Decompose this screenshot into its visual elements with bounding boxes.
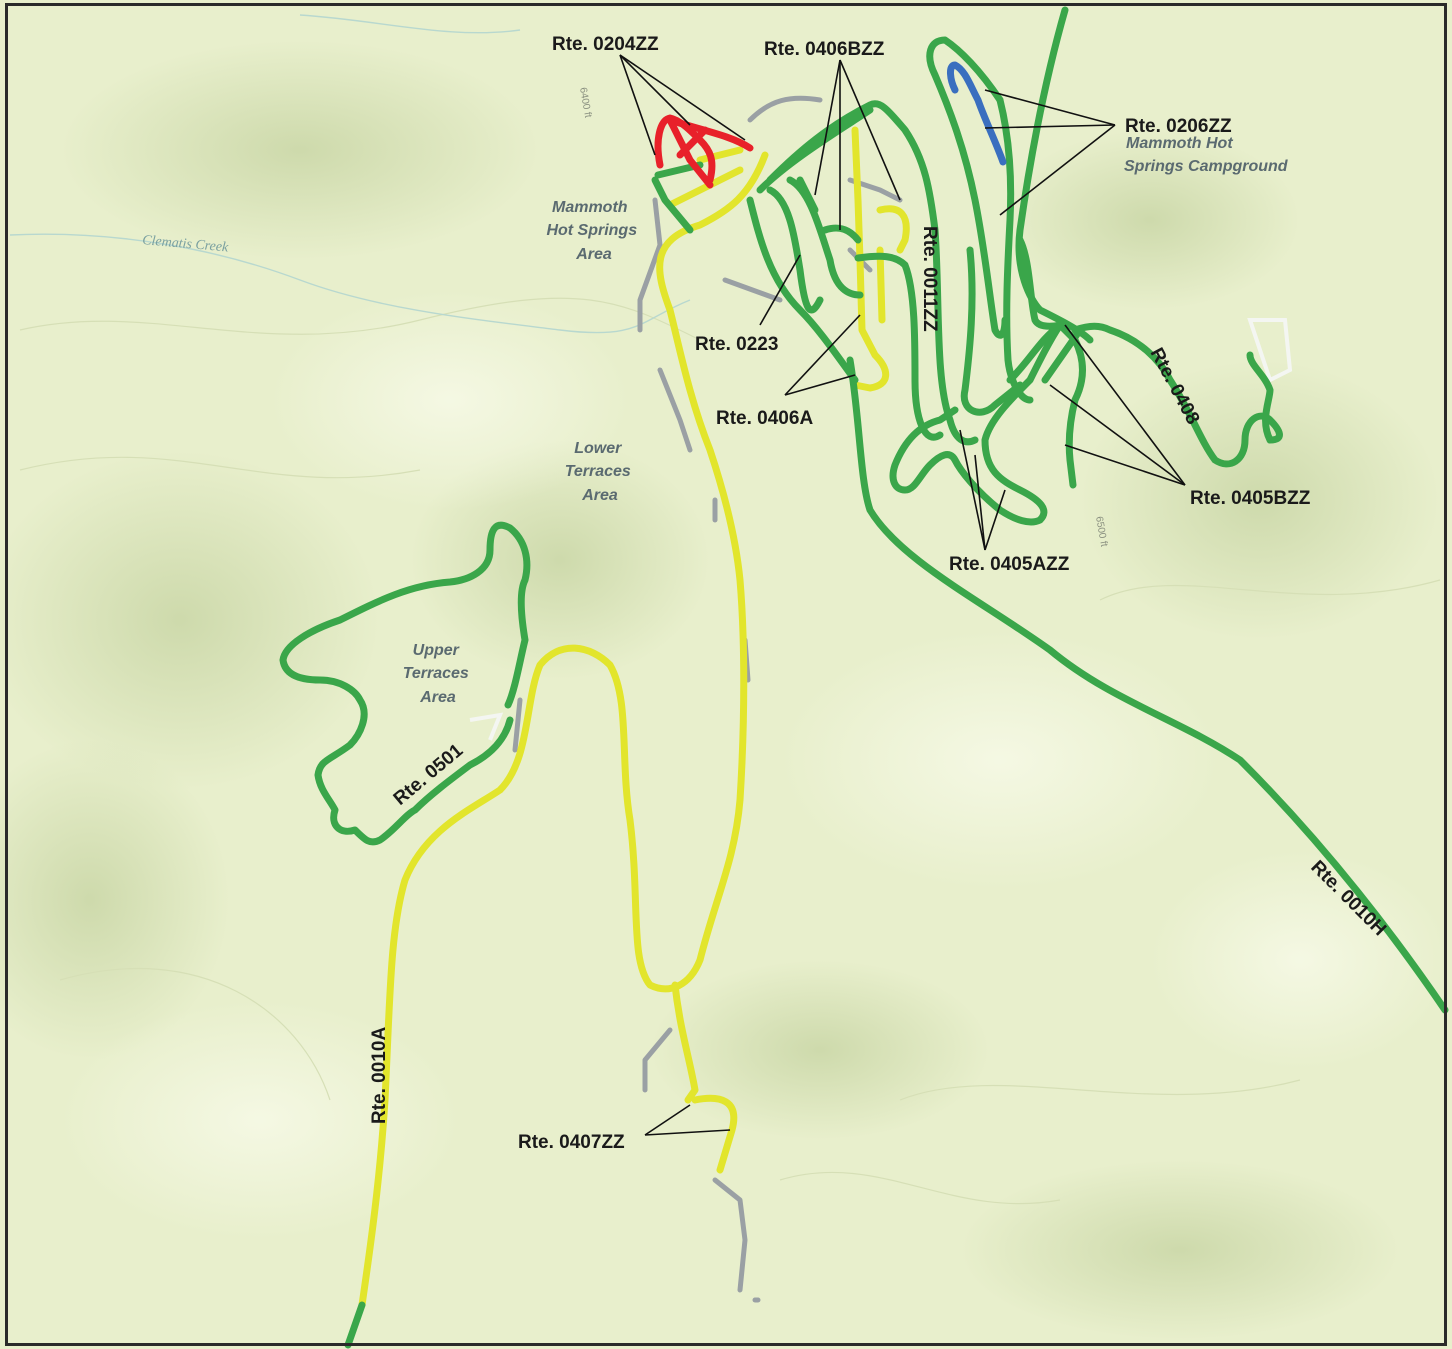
- area-label-campground: Mammoth Hot Springs Campground: [1124, 135, 1289, 175]
- local-roads: [469, 95, 1293, 1303]
- route-label-0011zz: Rte. 0011ZZ: [919, 226, 940, 332]
- elevation-label-6400: 6400 ft: [577, 87, 593, 119]
- red-routes: [654, 114, 754, 189]
- route-label-0406bzz: Rte. 0406BZZ: [764, 39, 885, 60]
- route-label-0405bzz: Rte. 0405BZZ: [1190, 488, 1311, 509]
- yellow-routes: [358, 126, 910, 1309]
- route-label-0405azz: Rte. 0405AZZ: [949, 554, 1070, 575]
- route-label-0010a: Rte. 0010A: [369, 1027, 390, 1124]
- route-label-0223: Rte. 0223: [695, 334, 778, 355]
- route-label-0406a: Rte. 0406A: [716, 408, 813, 429]
- area-label-lower-terraces: Lower Terraces Area: [565, 440, 636, 504]
- green-routes: [279, 6, 1449, 1349]
- route-label-0204zz: Rte. 0204ZZ: [552, 34, 659, 55]
- area-label-mammoth: Mammoth Hot Springs Area: [546, 199, 641, 263]
- leader-lines: [619, 54, 1186, 1136]
- elevation-label-6500: 6500 ft: [1093, 516, 1109, 548]
- blue-routes: [947, 61, 1007, 166]
- area-label-upper-terraces: Upper Terraces Area: [403, 642, 474, 706]
- route-label-0206zz: Rte. 0206ZZ: [1125, 116, 1232, 137]
- map-frame: [5, 3, 1447, 1346]
- route-label-0407zz: Rte. 0407ZZ: [518, 1132, 625, 1153]
